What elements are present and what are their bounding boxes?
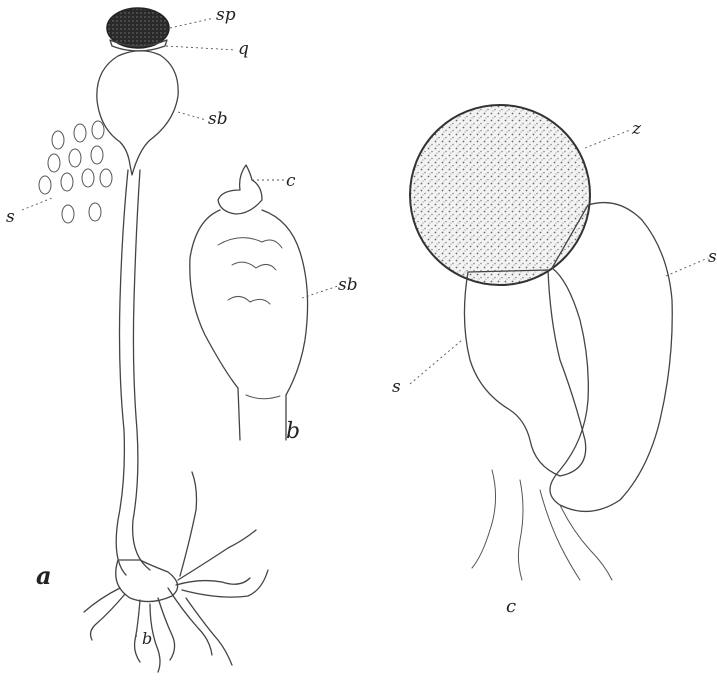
label-sb-a: sb [208,109,228,129]
stalk-base [116,560,178,602]
label-b-base: b [142,629,152,648]
label-z: z [631,119,642,139]
label-sp: sp [216,5,236,25]
stalk-inner [133,170,150,570]
apophysis-swelling [97,51,178,175]
zygospore [410,105,590,285]
swelling-outline [190,210,308,440]
stalk [116,170,128,575]
panel-c-zygospore [410,105,708,580]
suspensor-left [464,270,585,476]
label-q: q [238,39,249,59]
panel-label-c: c [506,596,516,617]
columella-tip [218,165,262,214]
label-s-left: s [392,377,401,397]
panel-a-sporangiophore [22,8,268,672]
label-s-spores: s [6,207,15,227]
panel-label-a: a [36,561,52,590]
label-sb-b: sb [338,275,358,295]
spores [39,121,112,223]
label-s-right: s [708,247,717,267]
rhizoids [84,472,268,672]
panel-b-detail [190,165,338,440]
label-c-columella: c [286,171,296,191]
panel-label-b: b [286,419,300,444]
